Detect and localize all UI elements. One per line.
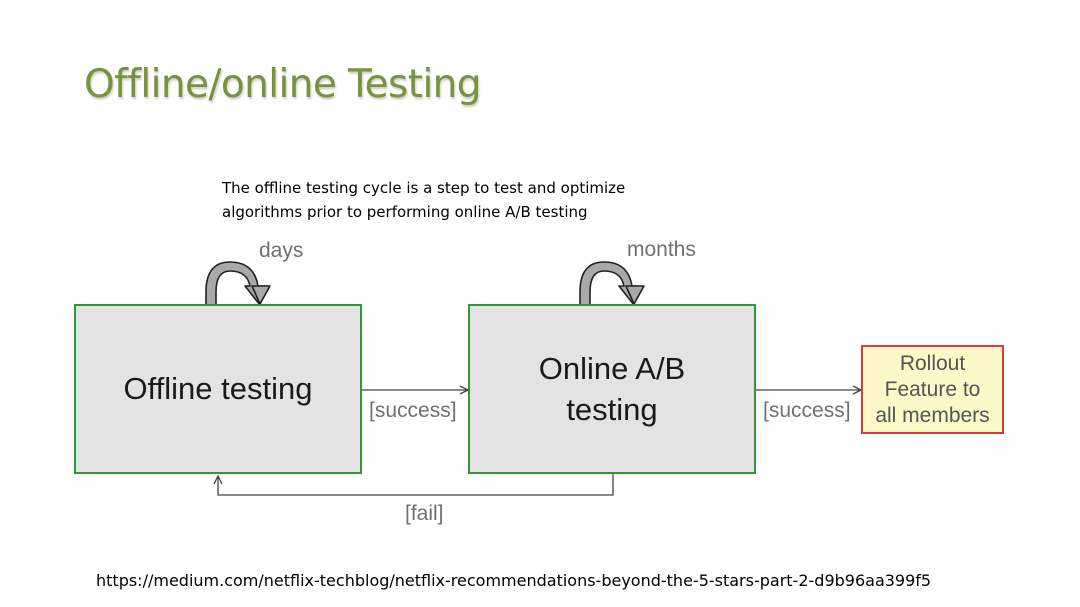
node-online-label-line-1: Online A/B	[538, 351, 686, 386]
node-rollout-label-line-2: Feature to	[884, 377, 981, 401]
node-rollout: Rollout Feature to all members	[861, 345, 1004, 434]
loop-arrow-icon-days	[205, 261, 271, 306]
caption: The offline testing cycle is a step to t…	[222, 176, 682, 224]
node-online-ab-testing: Online A/B testing	[468, 304, 756, 474]
node-rollout-label-line-3: all members	[875, 403, 990, 427]
slide-title: Offline/online Testing	[84, 62, 482, 107]
edge-label-fail: [fail]	[405, 502, 444, 525]
edge-online-to-offline	[218, 474, 614, 496]
loop-label-months: months	[627, 238, 696, 261]
caption-line-2: algorithms prior to performing online A/…	[222, 203, 588, 221]
node-offline-testing: Offline testing	[74, 304, 362, 474]
source-url: https://medium.com/netflix-techblog/netf…	[96, 571, 932, 590]
edge-label-success-2: [success]	[763, 399, 851, 422]
node-offline-testing-label: Offline testing	[123, 371, 313, 406]
loop-label-days: days	[259, 239, 304, 262]
caption-line-1: The offline testing cycle is a step to t…	[222, 179, 626, 197]
node-rollout-label-line-1: Rollout	[899, 351, 966, 375]
node-online-label-line-2: testing	[566, 392, 658, 427]
loop-arrow-icon-months	[579, 261, 645, 306]
edge-label-success-1: [success]	[369, 399, 457, 422]
